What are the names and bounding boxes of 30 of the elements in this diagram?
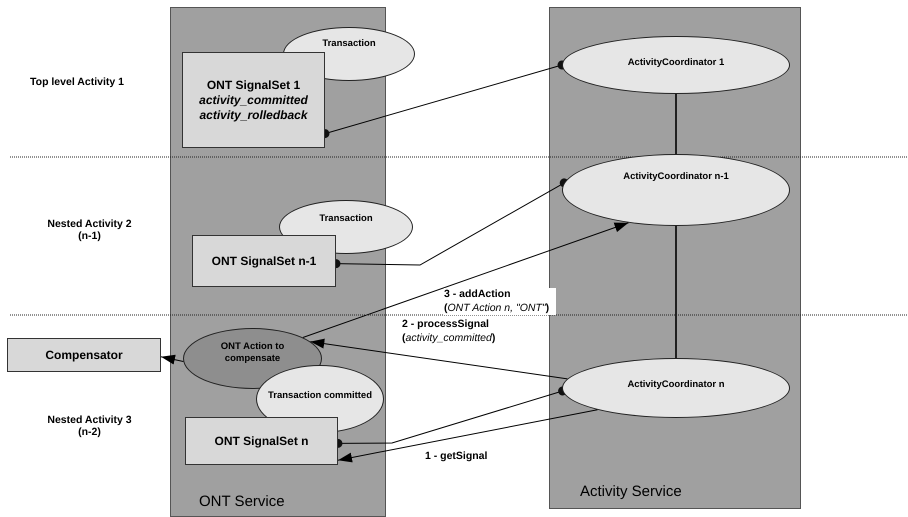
edge-label: 1 - getSignal <box>425 450 488 464</box>
node-label: Transaction committed <box>268 390 372 402</box>
connector-line <box>675 226 677 358</box>
arrow <box>302 222 629 338</box>
arrow <box>160 354 184 365</box>
row-label: Nested Activity 2 (n-1) <box>47 218 132 242</box>
connector-line <box>675 94 677 154</box>
panel-title: Activity Service <box>580 483 682 502</box>
process-box <box>7 338 161 372</box>
node-label: ONT SignalSet 1 <box>206 78 300 92</box>
node-label: Transaction <box>319 213 373 225</box>
node-label: Transaction <box>322 38 376 50</box>
node-label: ONT SignalSet n-1 <box>212 254 316 268</box>
panel-title: ONT Service <box>199 493 285 512</box>
process-box <box>185 417 338 465</box>
node-label: ActivityCoordinator n-1 <box>623 171 729 183</box>
node-label: Compensator <box>45 348 123 362</box>
node-body-text: activity_committed activity_rolledback <box>198 92 309 122</box>
node-label: ONT SignalSet n <box>214 434 308 448</box>
node-label: ONT Action to compensate <box>220 341 286 365</box>
arrow <box>310 338 568 380</box>
node-label: ActivityCoordinator 1 <box>628 57 724 69</box>
process-box <box>192 235 336 287</box>
edge-label: 3 - addAction (ONT Action n, "ONT") <box>444 288 556 316</box>
service-panel <box>549 7 801 509</box>
process-box <box>182 52 325 148</box>
service-panel <box>170 7 386 517</box>
row-label: Nested Activity 3 (n-2) <box>47 414 132 438</box>
node-label: ActivityCoordinator n <box>627 379 725 391</box>
row-label: Top level Activity 1 <box>29 76 125 88</box>
